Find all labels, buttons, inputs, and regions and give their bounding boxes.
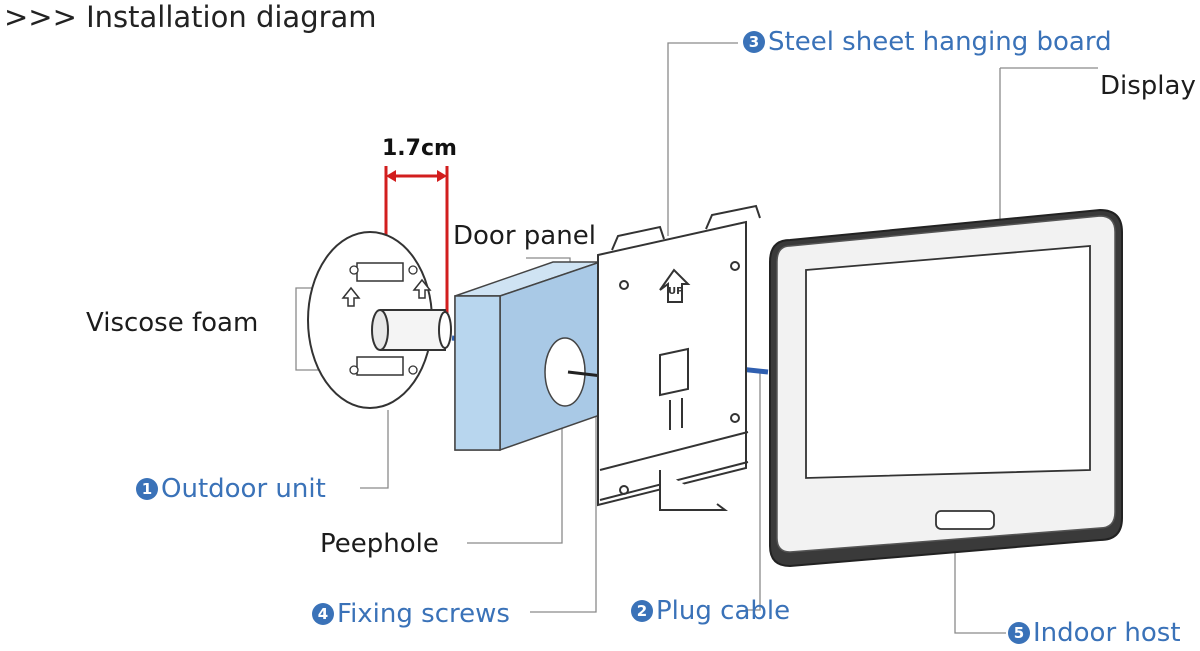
door-panel-drawing	[454, 260, 601, 452]
label-steel-sheet-text: Steel sheet hanging board	[768, 27, 1112, 57]
leader-fixing-screws	[530, 390, 597, 613]
number-badge-3: 3	[743, 31, 765, 53]
number-badge-2: 2	[631, 600, 653, 622]
label-fixing-screws-text: Fixing screws	[337, 599, 510, 629]
leader-plug-cable	[745, 370, 761, 611]
label-outdoor-unit-text: Outdoor unit	[161, 474, 326, 504]
up-marking: UP	[668, 286, 683, 297]
label-door-panel: Door panel	[453, 221, 596, 251]
leader-outdoor-unit	[360, 410, 389, 489]
label-display: Display	[1100, 71, 1196, 101]
leader-peephole	[467, 392, 563, 544]
label-plug-cable-text: Plug cable	[656, 596, 791, 626]
outdoor-unit-drawing	[307, 231, 452, 409]
dimension-label: 1.7cm	[382, 136, 457, 161]
number-badge-1: 1	[136, 478, 158, 500]
label-indoor-host-text: Indoor host	[1033, 618, 1181, 648]
page-title: >>> Installation diagram	[4, 0, 377, 34]
number-badge-5: 5	[1008, 622, 1030, 644]
leader-steel-sheet	[667, 42, 738, 236]
label-viscose-foam: Viscose foam	[86, 308, 259, 338]
number-badge-4: 4	[312, 603, 334, 625]
steel-sheet-drawing: UP	[597, 204, 761, 511]
label-peephole: Peephole	[320, 529, 439, 559]
indoor-host-drawing	[769, 208, 1123, 568]
